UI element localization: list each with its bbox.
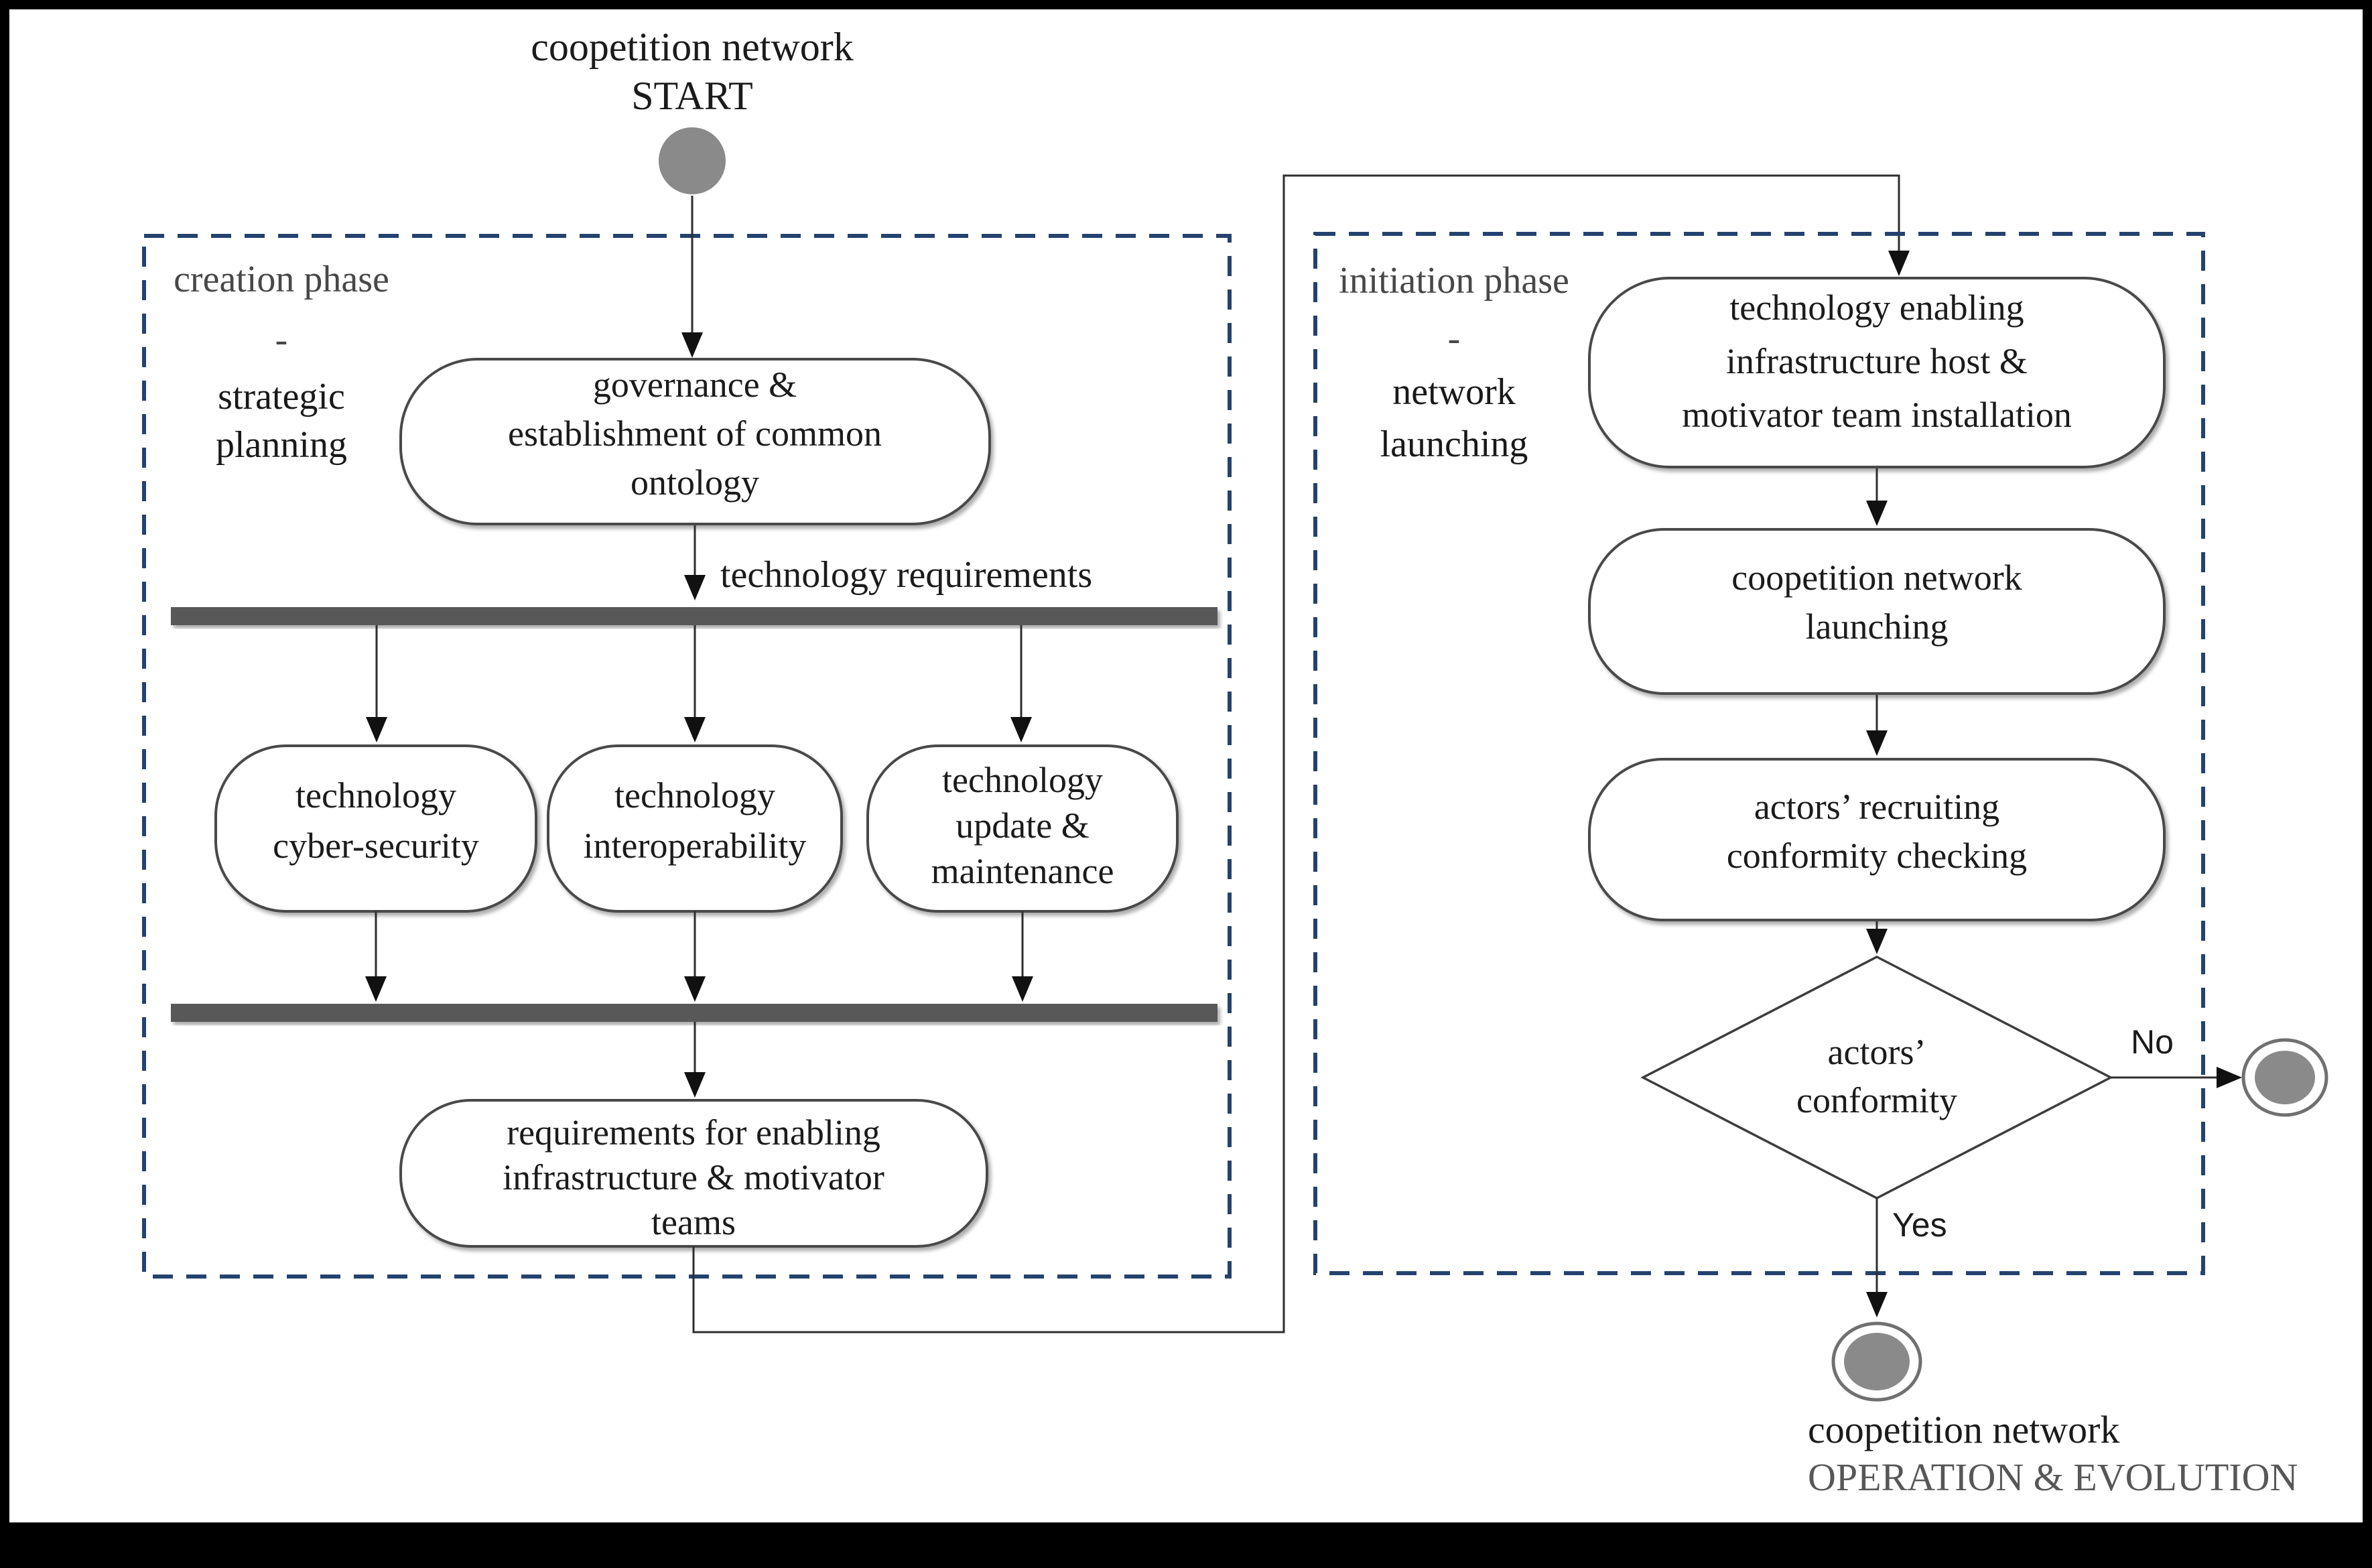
arrowhead-icon xyxy=(1866,501,1888,526)
governance-line3: ontology xyxy=(631,462,759,503)
arrowhead-icon xyxy=(1010,717,1032,742)
node-update-maintenance: technology update & maintenance xyxy=(866,744,1179,913)
requirements-line2: infrastructure & motivator xyxy=(503,1157,884,1197)
start-label-line1: coopetition network xyxy=(531,25,854,69)
interop-line2: interoperability xyxy=(584,826,807,866)
initiation-phase-box xyxy=(1313,232,2205,1275)
creation-phase-line4: planning xyxy=(216,424,347,466)
cyber-line2: cyber-security xyxy=(273,826,479,866)
update-line3: maintenance xyxy=(931,851,1114,891)
arrowhead-icon xyxy=(684,717,706,742)
launching-line1: coopetition network xyxy=(1731,558,2022,598)
tech-enabling-line3: motivator team installation xyxy=(1682,395,2072,435)
arrowhead-icon xyxy=(1888,251,1910,276)
node-network-launching: coopetition network launching xyxy=(1588,528,2166,695)
node-tech-enabling: technology enabling infrastructure host … xyxy=(1588,277,2166,468)
interop-line1: technology xyxy=(614,775,775,815)
conformity-line2: conformity xyxy=(1796,1080,1957,1120)
conformity-line1: actors’ xyxy=(1828,1032,1926,1072)
start-node xyxy=(659,127,726,194)
decision-actors-conformity: actors’ conformity xyxy=(1640,956,2113,1199)
fork-bar xyxy=(171,607,1217,625)
arrowhead-icon xyxy=(684,1072,706,1098)
arrowhead-icon xyxy=(1012,976,1033,1002)
connector-creation-to-initiation xyxy=(692,174,1910,1333)
initiation-phase-line4: launching xyxy=(1380,423,1528,465)
initiation-phase-line2: - xyxy=(1448,318,1461,359)
tech-enabling-line2: infrastructure host & xyxy=(1726,341,2028,381)
creation-phase-label: creation phase - strategic planning xyxy=(174,259,389,466)
arrow-join-to-requirements xyxy=(684,1022,706,1098)
arrow-fork-to-interoperability xyxy=(684,625,706,742)
arrowhead-icon xyxy=(365,976,387,1002)
creation-phase-line1: creation phase xyxy=(174,259,389,300)
edge-label-technology-requirements: technology requirements xyxy=(720,554,1092,596)
arrow-update-to-join xyxy=(1012,911,1033,1002)
start-label-line2: START xyxy=(631,74,753,118)
arrowhead-icon xyxy=(366,717,387,742)
page-frame-bottom-strip xyxy=(0,1522,2372,1568)
requirements-line1: requirements for enabling xyxy=(507,1112,880,1153)
tech-enabling-line1: technology enabling xyxy=(1729,287,2024,328)
recruiting-line2: conformity checking xyxy=(1727,836,2027,876)
start-label: coopetition network START xyxy=(531,25,854,118)
arrowhead-icon xyxy=(681,332,703,358)
arrowhead-icon xyxy=(2217,1067,2242,1088)
arrow-start-to-governance xyxy=(681,196,703,358)
launching-line2: launching xyxy=(1806,606,1949,647)
arrow-recruiting-to-decision xyxy=(1866,921,1888,954)
join-bar xyxy=(171,1004,1217,1022)
arrow-interoperability-to-join xyxy=(684,911,706,1002)
creation-phase-box xyxy=(142,234,1232,1279)
edge-label-no: No xyxy=(2131,1023,2174,1061)
arrow-governance-to-fork xyxy=(684,525,706,600)
governance-line2: establishment of common xyxy=(508,413,882,454)
arrow-launching-to-recruiting xyxy=(1866,695,1888,756)
initiation-phase-line3: network xyxy=(1392,371,1516,413)
end-node-final xyxy=(1831,1321,1922,1402)
arrow-fork-to-update xyxy=(1010,625,1032,742)
end-node-no xyxy=(2241,1038,2328,1117)
node-requirements: requirements for enabling infrastructure… xyxy=(399,1099,988,1248)
update-line2: update & xyxy=(956,805,1089,846)
arrowhead-icon xyxy=(1866,1292,1888,1317)
node-governance: governance & establishment of common ont… xyxy=(399,358,991,525)
arrow-yes-branch xyxy=(1866,1198,1888,1317)
requirements-line3: teams xyxy=(651,1202,736,1242)
creation-phase-line3: strategic xyxy=(218,376,345,417)
arrow-fork-to-cyber xyxy=(366,625,387,742)
governance-line1: governance & xyxy=(593,365,797,405)
node-cyber-security: technology cyber-security xyxy=(214,744,537,913)
node-recruiting: actors’ recruiting conformity checking xyxy=(1588,758,2166,921)
end-state-line2: OPERATION & EVOLUTION xyxy=(1808,1455,2298,1499)
creation-phase-line2: - xyxy=(275,319,288,361)
end-state-line1: coopetition network xyxy=(1808,1408,2120,1451)
recruiting-line1: actors’ recruiting xyxy=(1754,787,1999,827)
arrowhead-icon xyxy=(1866,730,1888,756)
arrowhead-icon xyxy=(1866,929,1888,954)
initiation-phase-line1: initiation phase xyxy=(1339,260,1569,302)
node-interoperability: technology interoperability xyxy=(547,744,843,913)
arrowhead-icon xyxy=(684,575,706,600)
cyber-line1: technology xyxy=(295,775,456,815)
update-line1: technology xyxy=(942,760,1103,800)
end-state-label: coopetition network OPERATION & EVOLUTIO… xyxy=(1808,1408,2298,1499)
arrowhead-icon xyxy=(684,976,706,1002)
arrow-tech-enabling-to-launching xyxy=(1866,468,1888,526)
arrow-cyber-to-join xyxy=(365,911,387,1002)
edge-label-yes: Yes xyxy=(1892,1206,1947,1244)
initiation-phase-label: initiation phase - network launching xyxy=(1339,260,1569,465)
arrow-no-branch xyxy=(2111,1067,2242,1088)
